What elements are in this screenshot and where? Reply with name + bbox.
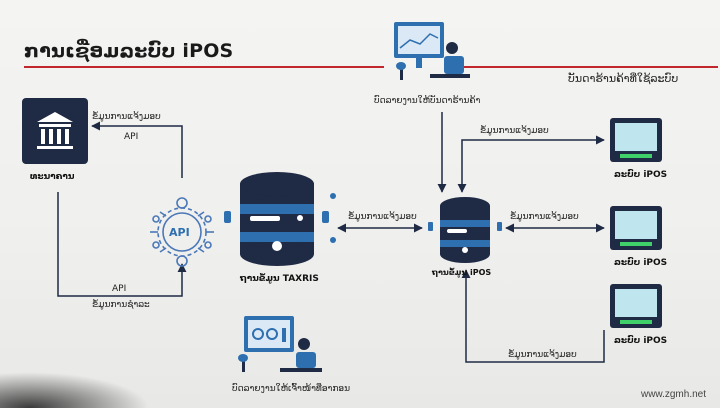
- title-underline: [24, 66, 384, 68]
- bank-icon: [22, 98, 88, 164]
- pos-terminal-icon-3: [610, 284, 662, 328]
- taxris-db-label: ຖານຂໍ້ມູນ TAXRIS: [240, 274, 319, 284]
- pos-terminal-icon-1: [610, 118, 662, 162]
- stores-heading: ບັນດາຮ້ານຄ້າທີ່ໃຊ້ລະບົບ: [568, 72, 679, 85]
- terminal-label-1: ລະບົບ iPOS: [614, 170, 668, 180]
- taxris-database-icon: [224, 172, 336, 266]
- terminal-edge-label-1: ຂໍ້ມູນການແຈ້ງມອບ: [480, 126, 549, 136]
- api-label: API: [169, 226, 190, 239]
- ipos-database-icon: [428, 197, 502, 263]
- tax-report-label: ບົດລາຍງານໃຫ້ເຈົ້າໜ້າທີ່ອາກອນ: [232, 384, 351, 394]
- store-report-label: ບົດລາຍງານໃຫ້ບັນດາຮ້ານຄ້າ: [374, 96, 481, 106]
- ipos-db-label: ຖານຂໍ້ມູນ iPOS: [432, 268, 492, 277]
- bank-label: ທະນາຄານ: [30, 172, 75, 182]
- page-title: ການເຊື່ອມລະບົບ iPOS: [24, 40, 234, 62]
- bank-edge-top-api-label: API: [124, 132, 139, 142]
- store-report-monitor-icon: [394, 22, 470, 80]
- bank-edge-bottom-api-label: API: [112, 284, 127, 294]
- bank-api-connectors: [57, 121, 187, 297]
- watermark: www.zgmh.net: [640, 389, 706, 400]
- shadow-overlay: [0, 372, 150, 408]
- terminal-edge-label-2: ຂໍ້ມູນການແຈ້ງມອບ: [510, 212, 579, 222]
- taxris-ipos-edge-label: ຂໍ້ມູນການແຈ້ງມອບ: [348, 212, 417, 222]
- bank-edge-bottom-label: ຂໍ້ມູນການຊຳລະ: [92, 300, 150, 310]
- terminal-edge-label-3: ຂໍ້ມູນການແຈ້ງມອບ: [508, 350, 577, 360]
- api-gear-icon: [150, 197, 214, 267]
- title-underline-right: [460, 66, 718, 68]
- terminal-label-2: ລະບົບ iPOS: [614, 258, 668, 268]
- terminal-label-3: ລະບົບ iPOS: [614, 336, 668, 346]
- terminal-connectors: [457, 135, 605, 363]
- tax-report-monitor-icon: [238, 316, 322, 372]
- pos-terminal-icon-2: [610, 206, 662, 250]
- bank-edge-top-label: ຂໍ້ມູນການແຈ້ງມອບ: [92, 112, 161, 122]
